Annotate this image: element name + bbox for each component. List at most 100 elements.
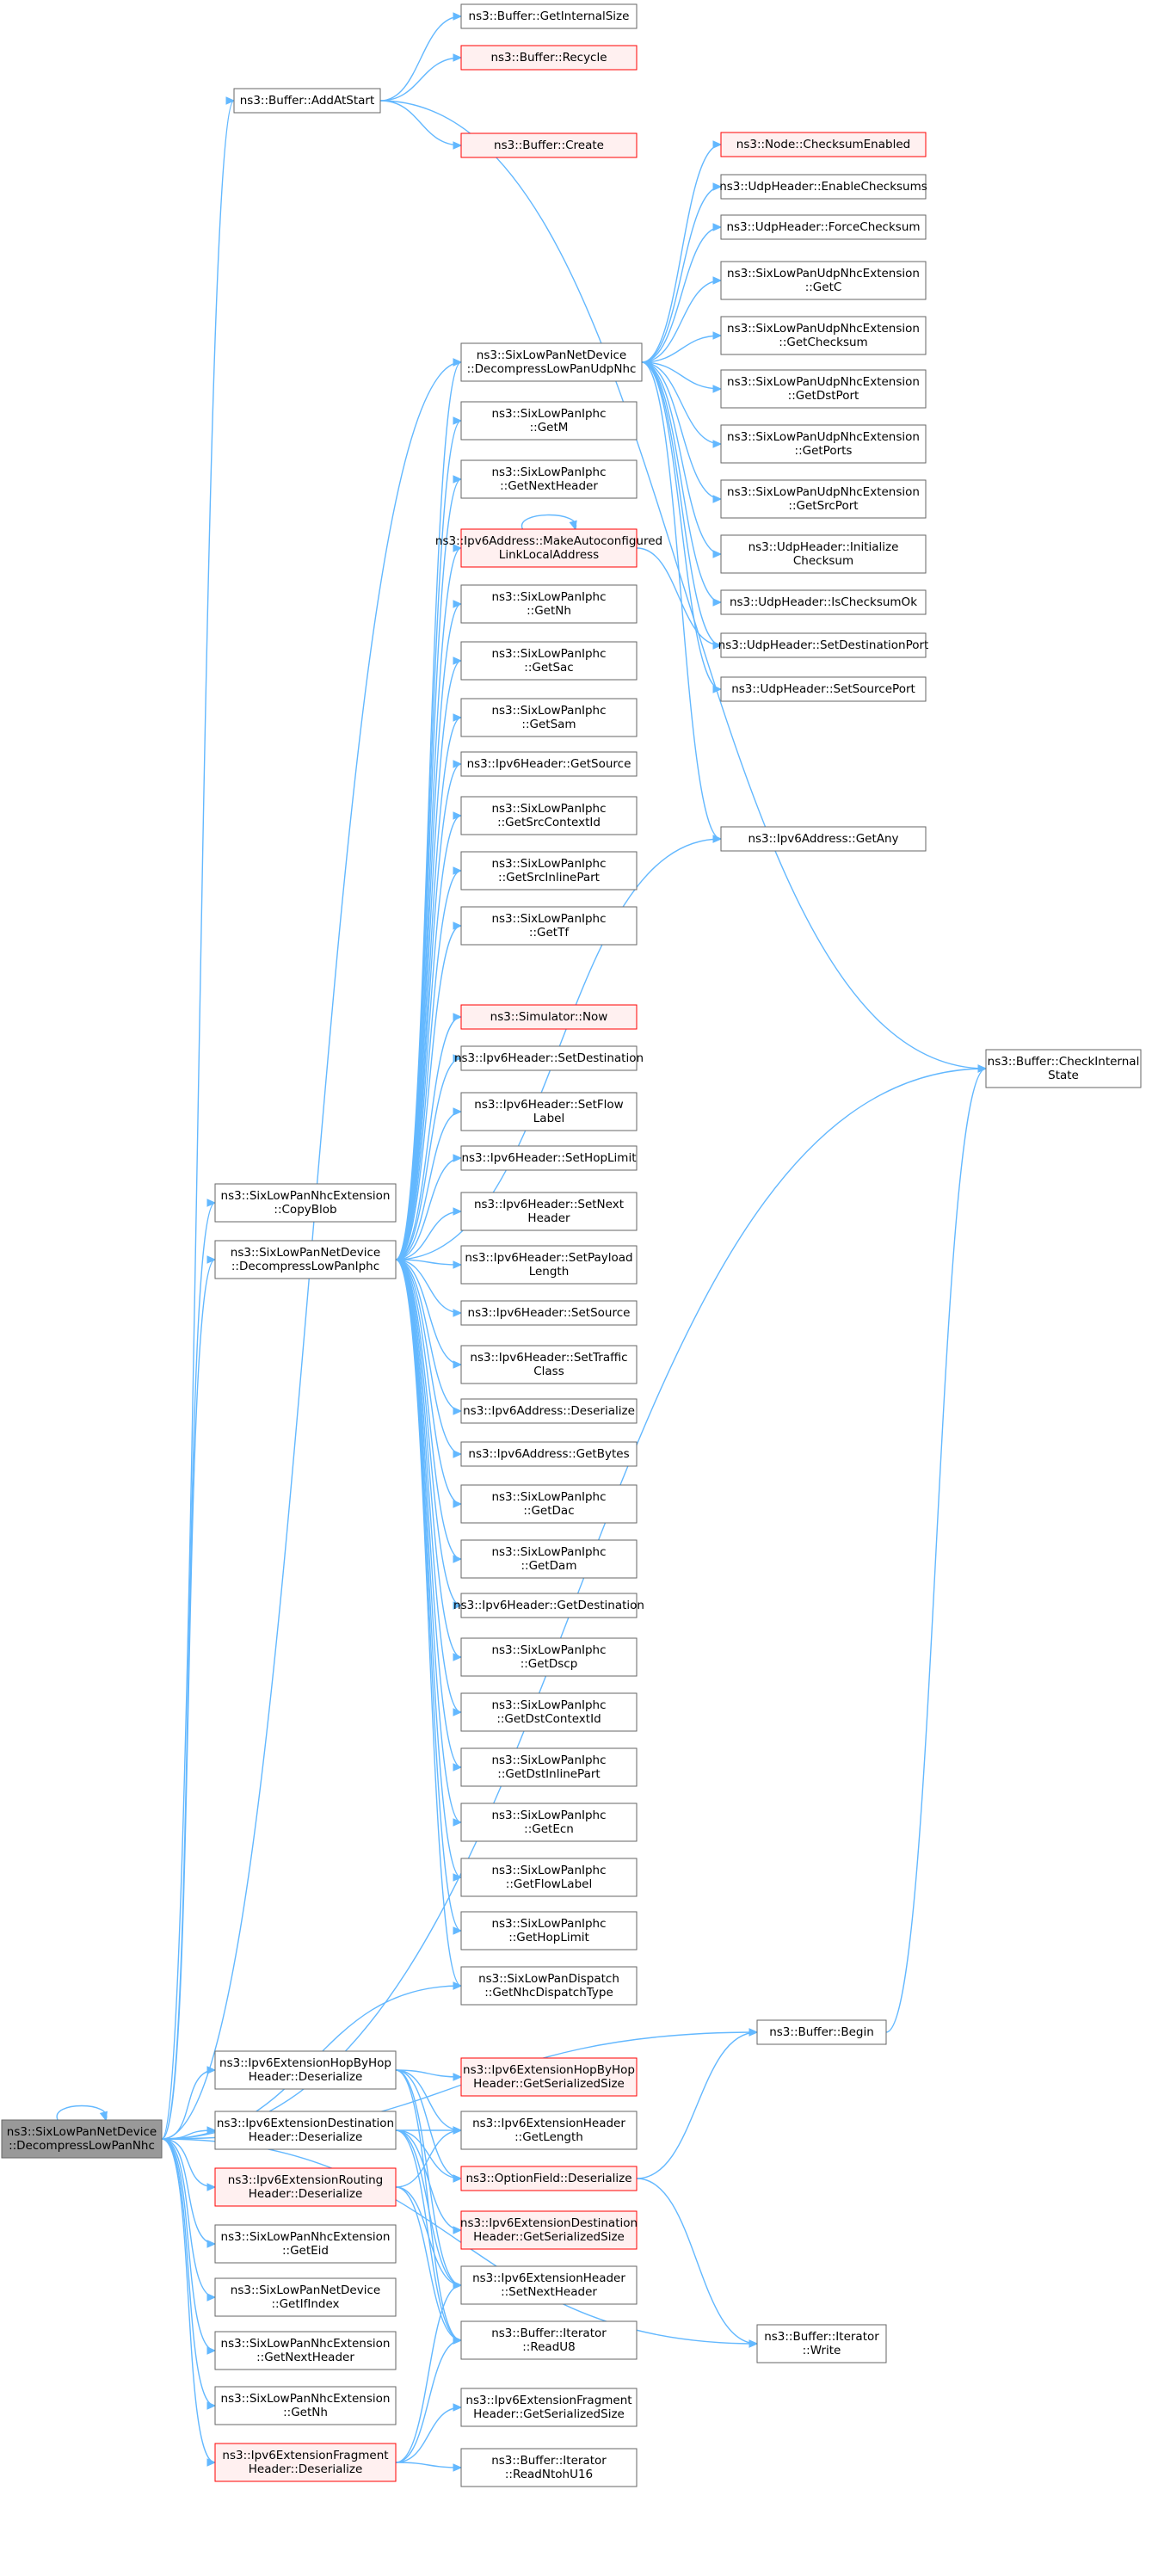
node-label: ns3::Buffer::GetInternalSize [469, 9, 630, 23]
node-label: ::ReadNtohU16 [505, 2468, 593, 2481]
node-box [460, 751, 638, 777]
node-udpGetSrcPort[interactable]: ns3::SixLowPanUdpNhcExtension::GetSrcPor… [720, 479, 927, 519]
node-box [720, 424, 927, 464]
node-setDestination[interactable]: ns3::Ipv6Header::SetDestination [454, 1045, 644, 1071]
node-iphcGetSac[interactable]: ns3::SixLowPanIphc::GetSac [460, 641, 638, 681]
node-label: ns3::UdpHeader::EnableChecksums [719, 180, 927, 194]
arrow-head [977, 1064, 988, 1073]
node-iphcGetDscp[interactable]: ns3::SixLowPanIphc::GetDscp [460, 1637, 638, 1677]
node-recycle[interactable]: ns3::Buffer::Recycle [460, 45, 638, 71]
node-simNow[interactable]: ns3::Simulator::Now [460, 1004, 638, 1030]
edge-decompUdp-to-checksumEnabled [641, 140, 723, 363]
node-label: ns3::SixLowPanIphc [491, 912, 606, 926]
node-ipv6GetDestination[interactable]: ns3::Ipv6Header::GetDestination [453, 1593, 644, 1618]
node-label: ns3::SixLowPanUdpNhcExtension [727, 485, 920, 499]
node-setSource[interactable]: ns3::Ipv6Header::SetSource [460, 1300, 638, 1326]
node-iphcGetSrcInlinePart[interactable]: ns3::SixLowPanIphc::GetSrcInlinePart [460, 851, 638, 891]
node-extSetNextHeader[interactable]: ns3::Ipv6ExtensionHeader::SetNextHeader [460, 2265, 638, 2305]
node-addAtStart[interactable]: ns3::Buffer::AddAtStart [233, 88, 381, 114]
node-makeAutoconf[interactable]: ns3::Ipv6Address::MakeAutoconfiguredLink… [435, 528, 662, 568]
node-setDestPort[interactable]: ns3::UdpHeader::SetDestinationPort [718, 632, 929, 658]
node-bufferBegin[interactable]: ns3::Buffer::Begin [756, 2019, 887, 2045]
node-udpGetDstPort[interactable]: ns3::SixLowPanUdpNhcExtension::GetDstPor… [720, 369, 927, 409]
node-isChecksumOk[interactable]: ns3::UdpHeader::IsChecksumOk [720, 589, 927, 615]
node-root[interactable]: ns3::SixLowPanNetDevice::DecompressLowPa… [1, 2119, 163, 2159]
node-decompIphc[interactable]: ns3::SixLowPanNetDevice::DecompressLowPa… [214, 1240, 397, 1279]
node-label: ns3::SixLowPanIphc [491, 465, 606, 479]
edge-line [395, 1259, 462, 1987]
node-box [460, 401, 638, 441]
node-checksumEnabled[interactable]: ns3::Node::ChecksumEnabled [720, 132, 927, 157]
arrow-head [453, 1555, 463, 1563]
node-readU8[interactable]: ns3::Buffer::Iterator::ReadU8 [460, 2320, 638, 2360]
node-iphcGetHopLimit[interactable]: ns3::SixLowPanIphc::GetHopLimit [460, 1911, 638, 1950]
node-iphcGetDac[interactable]: ns3::SixLowPanIphc::GetDac [460, 1484, 638, 1524]
node-ipv6AddrDeserialize[interactable]: ns3::Ipv6Address::Deserialize [460, 1398, 638, 1424]
node-box [460, 2388, 638, 2427]
node-nhcGetNextHeader[interactable]: ns3::SixLowPanNhcExtension::GetNextHeade… [214, 2331, 397, 2370]
node-iphcGetM[interactable]: ns3::SixLowPanIphc::GetM [460, 401, 638, 441]
node-iphcGetNextHeader[interactable]: ns3::SixLowPanIphc::GetNextHeader [460, 459, 638, 499]
node-ipv6AddrGetBytes[interactable]: ns3::Ipv6Address::GetBytes [460, 1441, 638, 1467]
node-getInternalSize[interactable]: ns3::Buffer::GetInternalSize [460, 3, 638, 29]
node-udpGetPorts[interactable]: ns3::SixLowPanUdpNhcExtension::GetPorts [720, 424, 927, 464]
node-iterWrite[interactable]: ns3::Buffer::Iterator::Write [756, 2324, 887, 2363]
node-routingDeser[interactable]: ns3::Ipv6ExtensionRoutingHeader::Deseria… [214, 2167, 397, 2207]
node-setHopLimit[interactable]: ns3::Ipv6Header::SetHopLimit [460, 1145, 638, 1171]
node-label: ns3::Ipv6Header::SetSource [468, 1306, 631, 1320]
node-readNtohU16[interactable]: ns3::Buffer::Iterator::ReadNtohU16 [460, 2448, 638, 2487]
node-destDeser[interactable]: ns3::Ipv6ExtensionDestinationHeader::Des… [214, 2111, 397, 2150]
node-box [460, 851, 638, 891]
node-iphcGetFlowLabel[interactable]: ns3::SixLowPanIphc::GetFlowLabel [460, 1858, 638, 1897]
arrow-head [453, 2073, 463, 2081]
arrow-head [453, 1107, 463, 1116]
node-fragDeser[interactable]: ns3::Ipv6ExtensionFragmentHeader::Deseri… [214, 2443, 397, 2482]
node-iphcGetEcn[interactable]: ns3::SixLowPanIphc::GetEcn [460, 1803, 638, 1842]
node-optionDeser[interactable]: ns3::OptionField::Deserialize [460, 2166, 638, 2191]
node-destSize[interactable]: ns3::Ipv6ExtensionDestinationHeader::Get… [460, 2210, 638, 2250]
node-iphcGetDstInlinePart[interactable]: ns3::SixLowPanIphc::GetDstInlinePart [460, 1747, 638, 1787]
node-setNextHeader[interactable]: ns3::Ipv6Header::SetNextHeader [460, 1192, 638, 1231]
node-iphcGetTf[interactable]: ns3::SixLowPanIphc::GetTf [460, 906, 638, 946]
arrow-head [453, 1763, 463, 1772]
node-iphcGetDstContextId[interactable]: ns3::SixLowPanIphc::GetDstContextId [460, 1692, 638, 1732]
edge-decompUdp-to-udpGetPorts [641, 361, 723, 448]
node-hopByHopDeser[interactable]: ns3::Ipv6ExtensionHopByHopHeader::Deseri… [214, 2050, 397, 2090]
node-setSrcPort[interactable]: ns3::UdpHeader::SetSourcePort [720, 676, 927, 702]
node-fragSize[interactable]: ns3::Ipv6ExtensionFragmentHeader::GetSer… [460, 2388, 638, 2427]
node-iphcGetSrcContextId[interactable]: ns3::SixLowPanIphc::GetSrcContextId [460, 796, 638, 835]
node-ipv6GetSource[interactable]: ns3::Ipv6Header::GetSource [460, 751, 638, 777]
node-getAny[interactable]: ns3::Ipv6Address::GetAny [720, 826, 927, 852]
node-label: ns3::Buffer::Recycle [490, 51, 607, 65]
node-nhcGetNh[interactable]: ns3::SixLowPanNhcExtension::GetNh [214, 2386, 397, 2425]
node-iphcGetNh[interactable]: ns3::SixLowPanIphc::GetNh [460, 584, 638, 624]
node-create[interactable]: ns3::Buffer::Create [460, 132, 638, 158]
node-label: ns3::Ipv6Header::SetNext [474, 1198, 624, 1211]
node-label: ns3::Ipv6Address::Deserialize [463, 1404, 635, 1418]
node-decompUdp[interactable]: ns3::SixLowPanNetDevice::DecompressLowPa… [460, 342, 643, 382]
node-iphcGetSam[interactable]: ns3::SixLowPanIphc::GetSam [460, 698, 638, 737]
node-box [214, 1183, 397, 1223]
node-udpGetChecksum[interactable]: ns3::SixLowPanUdpNhcExtension::GetChecks… [720, 316, 927, 355]
node-copyBlob[interactable]: ns3::SixLowPanNhcExtension::CopyBlob [214, 1183, 397, 1223]
node-getNhcDispatchType[interactable]: ns3::SixLowPanDispatch::GetNhcDispatchTy… [460, 1966, 638, 2006]
node-iphcGetDam[interactable]: ns3::SixLowPanIphc::GetDam [460, 1539, 638, 1579]
node-label: ns3::SixLowPanIphc [491, 857, 606, 871]
edge-decompIphc-to-iphcGetSrcInlinePart [395, 866, 463, 1260]
node-extGetLength[interactable]: ns3::Ipv6ExtensionHeader::GetLength [460, 2111, 638, 2150]
node-getIfIndex[interactable]: ns3::SixLowPanNetDevice::GetIfIndex [214, 2277, 397, 2317]
node-label: ns3::Buffer::Iterator [491, 2454, 607, 2468]
node-udpGetC[interactable]: ns3::SixLowPanUdpNhcExtension::GetC [720, 261, 927, 300]
edge-hopByHopDeser-to-hopByHopSize [395, 2069, 463, 2081]
node-enableChecksums[interactable]: ns3::UdpHeader::EnableChecksums [719, 174, 927, 200]
node-forceChecksum[interactable]: ns3::UdpHeader::ForceChecksum [720, 214, 927, 240]
node-nhcGetEid[interactable]: ns3::SixLowPanNhcExtension::GetEid [214, 2224, 397, 2264]
arrow-head [712, 385, 723, 393]
node-box [720, 174, 927, 200]
node-hopByHopSize[interactable]: ns3::Ipv6ExtensionHopByHopHeader::GetSer… [460, 2057, 638, 2097]
